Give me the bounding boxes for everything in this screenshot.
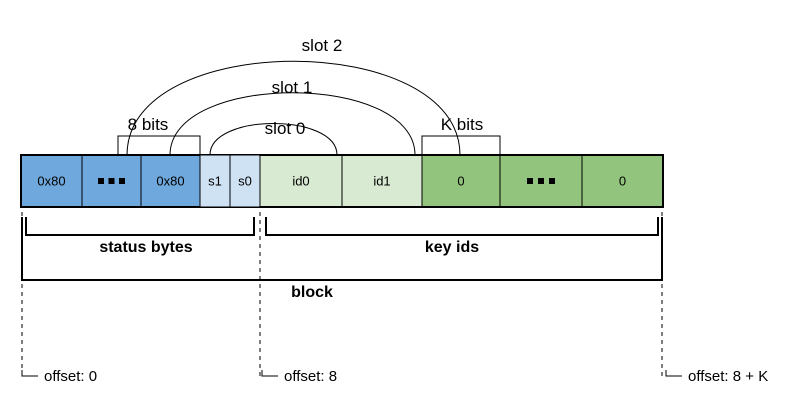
cell-s1-final-label: s1: [208, 173, 222, 188]
offset-8-label: offset: 8: [284, 368, 337, 385]
status-bytes-bracket: [25, 217, 255, 236]
cell-keyid-id0: [259, 154, 343, 208]
slot-1-arc: [169, 92, 416, 156]
offset-0-hook: [21, 370, 38, 377]
cell-s1-final: [199, 154, 231, 208]
offset-guide-lines: [21, 212, 663, 376]
cell-status-n-label: 0x80: [156, 173, 184, 188]
cell-s0-final: [229, 154, 261, 208]
status-light-blue-pair: s1 s0: [199, 154, 261, 208]
cell-keyid-ellipsis-dots: [527, 178, 555, 184]
cell-status-0-label: 0x80: [37, 173, 65, 188]
status-bytes-label: status bytes: [99, 239, 192, 256]
cell-status-ellipsis-dots: [98, 178, 125, 184]
block-label: block: [291, 284, 333, 301]
block-cells: 0x80 0x80 s1 s1 id0 id1: [20, 154, 664, 208]
block-outline: [20, 154, 664, 208]
offset-0-label: offset: 0: [44, 368, 97, 385]
key-ids-bracket: [265, 217, 659, 236]
eight-bits-bracket: [117, 135, 201, 155]
bit-measure-group: 8 bits K bits: [117, 115, 501, 155]
key-ids-label: key ids: [425, 239, 479, 256]
k-bits-bracket: [421, 135, 501, 155]
slot-1-label: slot 1: [272, 78, 313, 97]
cell-keyid-zero-0-label: 0: [457, 173, 464, 188]
slot-2-label: slot 2: [302, 36, 343, 55]
group-brackets: status bytes key ids block: [21, 217, 663, 301]
offset-8-hook: [261, 370, 278, 377]
offset-labels-group: offset: 0 offset: 8 offset: 8 + K: [21, 368, 768, 385]
slot-0-arc: [209, 123, 338, 156]
cell-keyid-id1-label: id1: [373, 173, 390, 188]
offset-8k-hook: [665, 370, 682, 377]
cell-keyid-zero-n-label: 0: [619, 173, 626, 188]
k-bits-label: K bits: [441, 115, 484, 134]
cell-keyid-zero-n: [581, 154, 664, 208]
eight-bits-label: 8 bits: [128, 115, 169, 134]
slot-2-arc: [126, 60, 461, 156]
block-bracket: [21, 217, 663, 281]
cell-keyid-id0-label: id0: [292, 173, 309, 188]
offset-8-plus-k-label: offset: 8 + K: [688, 368, 768, 385]
slot-arc-group: slot 2 slot 1 slot 0: [126, 36, 461, 156]
cell-s0-final-label: s0: [238, 173, 252, 188]
slot-0-label: slot 0: [265, 119, 306, 138]
